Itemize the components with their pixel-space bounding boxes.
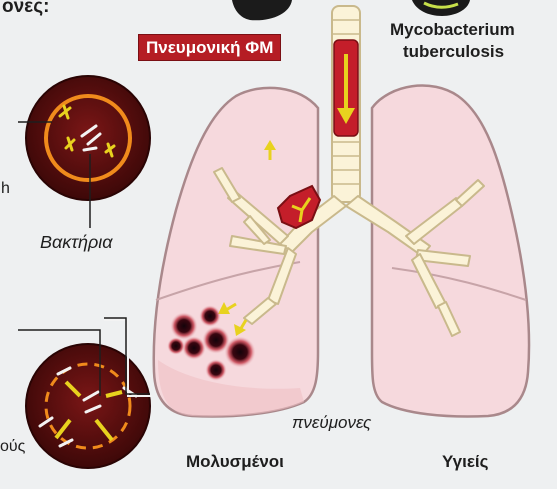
right-lung [372, 86, 529, 417]
cropped-corner-shape [232, 0, 292, 20]
left-edge-fragment-bottom: ούς [0, 438, 25, 456]
infected-label: Μολυσμένοι [186, 452, 284, 472]
bacteria-detail-circle-top [26, 76, 150, 200]
organism-name-line1: Mycobacterium [390, 20, 515, 40]
lungs-label: πνεύμονες [292, 413, 371, 433]
left-edge-fragment: h [1, 180, 10, 198]
trachea [332, 6, 360, 202]
bacteria-label: Βακτήρια [40, 232, 113, 253]
title-label: Πνευμονική ΦΜ [138, 34, 281, 61]
organism-name-line2: tuberculosis [403, 42, 504, 62]
healthy-label: Υγιείς [442, 452, 488, 472]
bacteria-detail-circle-bottom [26, 344, 150, 468]
mycobacterium-image [412, 0, 470, 16]
top-left-heading-fragment: ονες: [2, 0, 49, 18]
